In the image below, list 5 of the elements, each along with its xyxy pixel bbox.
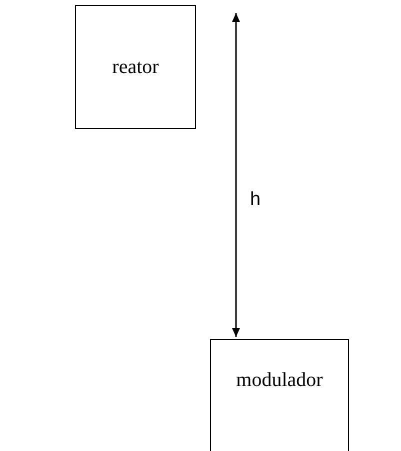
dimension-label: h [250, 188, 261, 212]
process-box [75, 5, 196, 129]
box-label: reator [112, 54, 159, 80]
box-label: modulador [236, 368, 323, 393]
process-box [210, 339, 349, 451]
